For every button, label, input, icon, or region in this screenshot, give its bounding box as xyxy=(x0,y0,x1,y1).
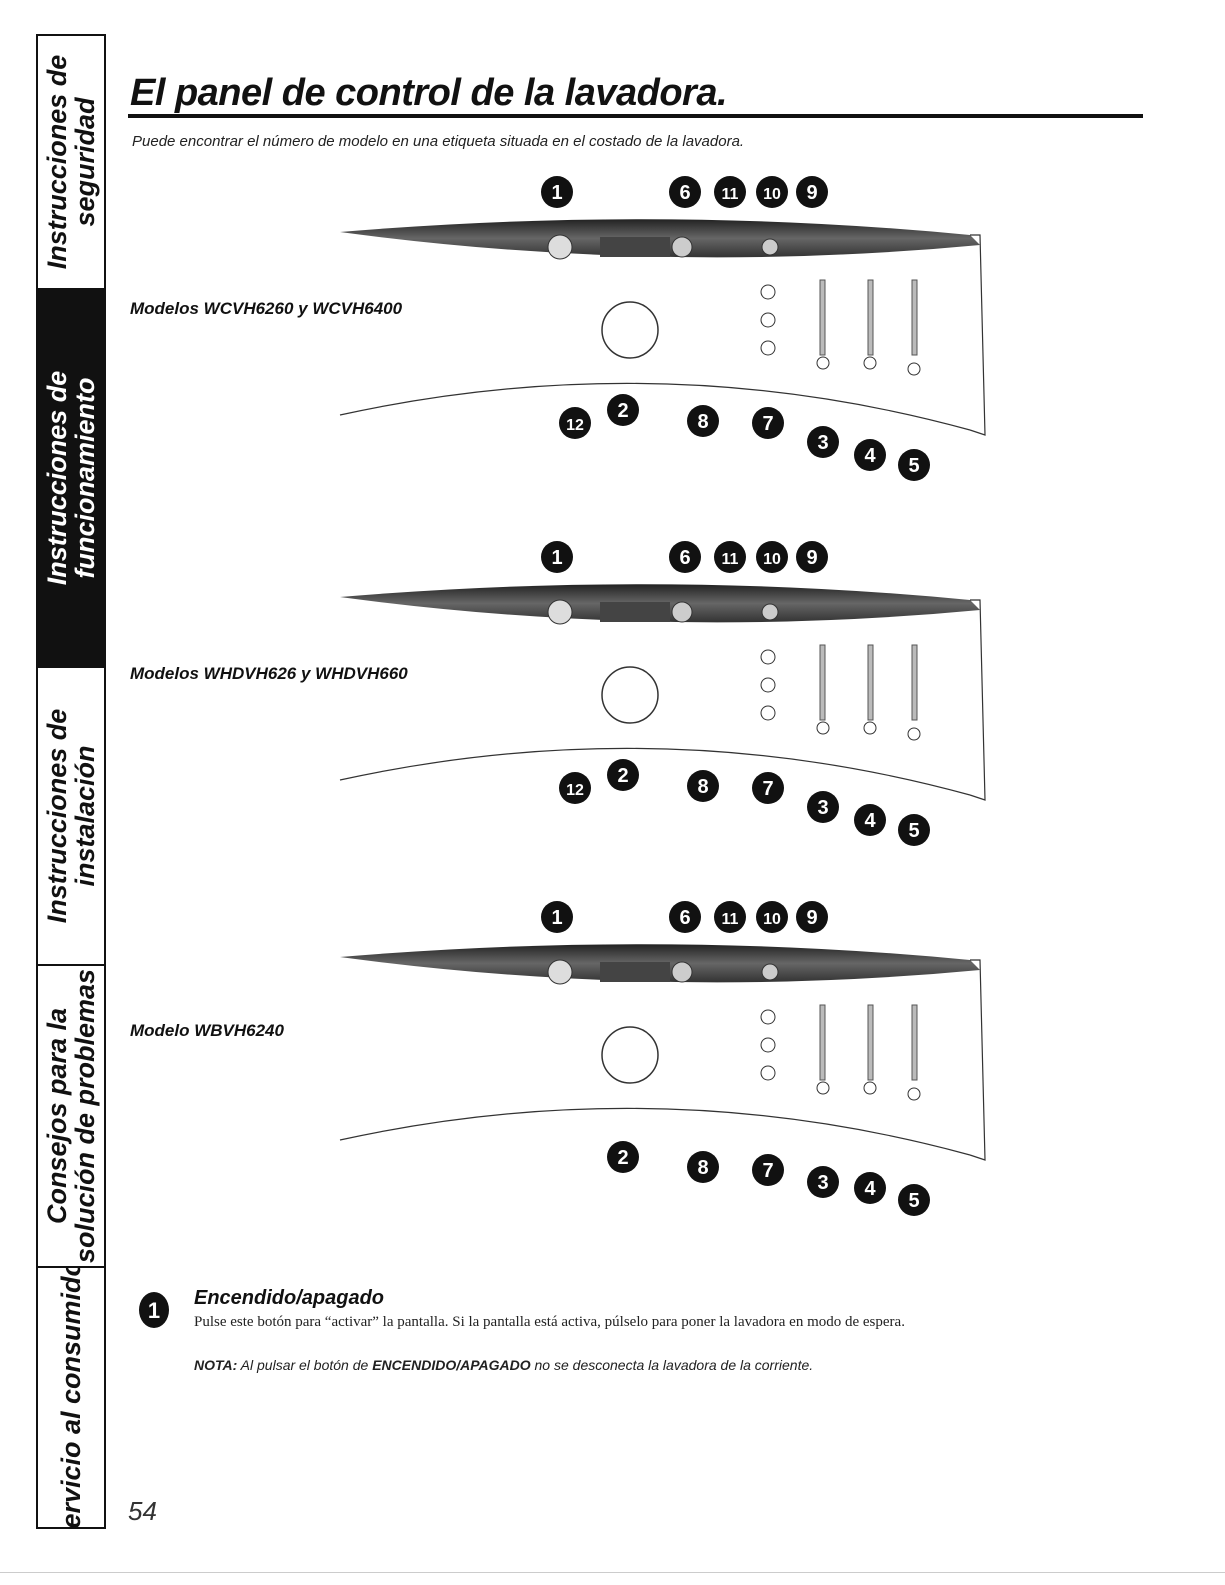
svg-text:5: 5 xyxy=(908,455,919,477)
washer-panel-illustration: 1 6 11 10 9 12 2 8 7 3 4 5 xyxy=(339,541,986,846)
model-label-2: Modelos WHDVH626 y WHDVH660 xyxy=(130,664,408,683)
svg-text:6: 6 xyxy=(679,547,690,569)
svg-text:8: 8 xyxy=(697,776,708,798)
washer-panel-illustration: 1 6 11 10 9 2 8 7 3 4 5 xyxy=(339,901,986,1216)
svg-text:9: 9 xyxy=(806,907,817,929)
svg-text:12: 12 xyxy=(566,417,584,434)
svg-text:2: 2 xyxy=(617,400,628,422)
svg-text:2: 2 xyxy=(617,1147,628,1169)
svg-text:10: 10 xyxy=(763,551,781,568)
section-heading: Encendido/apagado xyxy=(194,1287,385,1309)
svg-text:1: 1 xyxy=(551,547,562,569)
page-title: El panel de control de la lavadora. xyxy=(130,72,728,114)
note-prefix: NOTA: xyxy=(194,1357,238,1373)
svg-text:7: 7 xyxy=(762,413,773,435)
svg-text:3: 3 xyxy=(817,797,828,819)
svg-text:9: 9 xyxy=(806,182,817,204)
svg-text:8: 8 xyxy=(697,1157,708,1179)
note-text: Al pulsar el botón de xyxy=(237,1357,373,1373)
svg-text:11: 11 xyxy=(722,551,739,568)
section-number-badge: 1 xyxy=(139,1292,169,1328)
svg-text:3: 3 xyxy=(817,1172,828,1194)
model-label-1: Modelos WCVH6260 y WCVH6400 xyxy=(130,299,403,318)
model-label-3: Modelo WBVH6240 xyxy=(130,1021,284,1040)
tab-label: Servicio al consumidor xyxy=(56,1268,86,1527)
control-panel-diagram-2: 1 6 11 10 9 12 2 8 7 3 4 5 xyxy=(320,530,1020,870)
svg-text:8: 8 xyxy=(697,411,708,433)
svg-text:4: 4 xyxy=(864,445,876,467)
tab-servicio-consumidor[interactable]: Servicio al consumidor xyxy=(38,1268,104,1527)
control-panel-diagram-1: 1 6 11 10 9 12 2 8 7 3 4 5 xyxy=(320,165,1020,505)
section-body: Pulse este botón para “activar” la panta… xyxy=(194,1314,905,1330)
svg-text:7: 7 xyxy=(762,778,773,800)
svg-text:3: 3 xyxy=(817,432,828,454)
bottom-divider xyxy=(0,1572,1225,1573)
svg-text:11: 11 xyxy=(722,186,739,203)
svg-text:10: 10 xyxy=(763,911,781,928)
svg-text:4: 4 xyxy=(864,810,876,832)
svg-text:1: 1 xyxy=(148,1298,160,1323)
washer-panel-illustration: 1 6 11 10 9 12 2 8 7 3 4 5 xyxy=(339,176,986,481)
page-subtitle: Puede encontrar el número de modelo en u… xyxy=(132,133,745,150)
note-bold: ENCENDIDO/APAGADO xyxy=(372,1357,531,1373)
note-text: no se desconecta la lavadora de la corri… xyxy=(530,1357,814,1373)
svg-text:4: 4 xyxy=(864,1178,876,1200)
svg-text:10: 10 xyxy=(763,186,781,203)
svg-text:5: 5 xyxy=(908,1190,919,1212)
section-note: NOTA: Al pulsar el botón de ENCENDIDO/AP… xyxy=(194,1357,813,1373)
svg-text:9: 9 xyxy=(806,547,817,569)
page-number: 54 xyxy=(128,1496,157,1526)
svg-text:5: 5 xyxy=(908,820,919,842)
svg-text:6: 6 xyxy=(679,182,690,204)
svg-text:6: 6 xyxy=(679,907,690,929)
svg-text:1: 1 xyxy=(551,182,562,204)
svg-text:12: 12 xyxy=(566,782,584,799)
svg-text:1: 1 xyxy=(551,907,562,929)
title-divider xyxy=(128,114,1143,118)
svg-text:2: 2 xyxy=(617,765,628,787)
svg-text:11: 11 xyxy=(722,911,739,928)
svg-text:7: 7 xyxy=(762,1160,773,1182)
control-panel-diagram-3: 1 6 11 10 9 2 8 7 3 4 5 xyxy=(320,890,1020,1230)
